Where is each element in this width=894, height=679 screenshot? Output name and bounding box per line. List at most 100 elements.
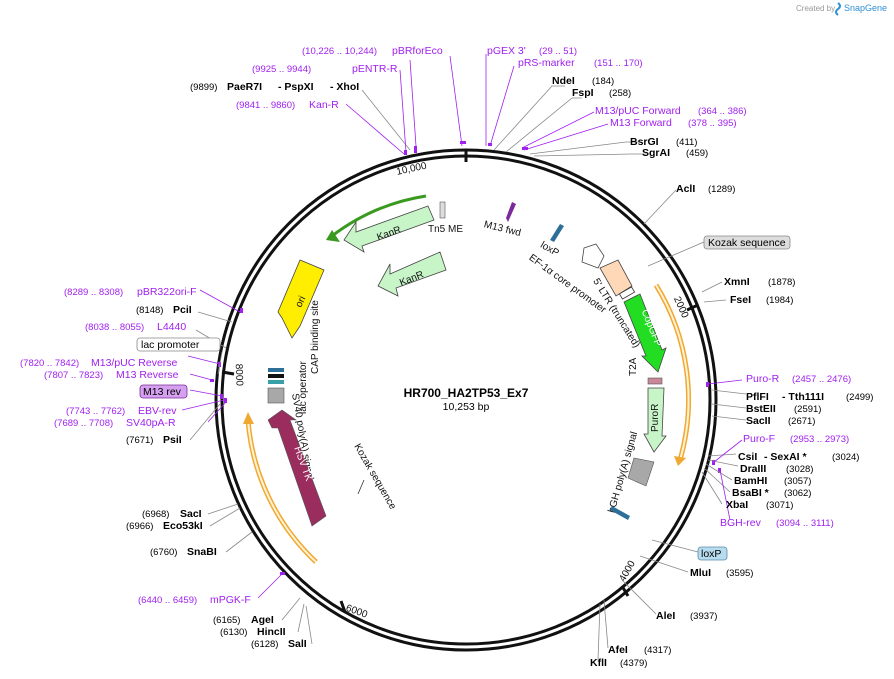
primer-kan-r[interactable]: (9841 .. 9860)Kan-R [236, 99, 339, 111]
site-alei[interactable]: AleI(3937) [656, 610, 717, 622]
svg-text:PciI: PciI [173, 304, 192, 316]
site-hincii[interactable]: (6130)HincII [220, 626, 286, 638]
svg-text:BstEII: BstEII [746, 403, 776, 415]
svg-text:pGEX 3': pGEX 3' [487, 45, 526, 57]
svg-text:(3071): (3071) [766, 500, 793, 511]
svg-text:- PspXI: - PspXI [278, 81, 314, 93]
primer-ebv-rev[interactable]: (7743 .. 7762)EBV-rev [66, 405, 177, 417]
m13rev-label: M13 rev [143, 386, 182, 398]
tick-4000 [620, 585, 630, 597]
svg-text:(364 .. 386): (364 .. 386) [698, 106, 747, 117]
primer-mpgk-f[interactable]: (6440 .. 6459)mPGK-F [138, 594, 251, 606]
feature-kanr-2 [377, 251, 447, 297]
orange-arc-right-head [674, 456, 686, 466]
primer-pbrforeco[interactable]: (10,226 .. 10,244)pBRforEco [302, 45, 443, 57]
primer-puro-f[interactable]: Puro-F(2953 .. 2973) [743, 433, 849, 445]
primer-l4440[interactable]: (8038 .. 8055)L4440 [85, 321, 186, 333]
svg-text:Eco53kI: Eco53kI [163, 520, 203, 532]
svg-text:(7743 .. 7762): (7743 .. 7762) [66, 406, 125, 417]
primer-m13-reverse[interactable]: (7807 .. 7823)M13 Reverse [44, 369, 179, 381]
feature-m13fwd-label: M13 fwd [483, 219, 522, 239]
site-pflfi[interactable]: PflFI- Tth111I(2499) [746, 391, 873, 403]
site-kfli[interactable]: KflI(4379) [590, 657, 647, 669]
site-sacii[interactable]: SacII(2671) [746, 415, 815, 427]
site-bsabi[interactable]: BsaBI *(3062) [732, 487, 811, 499]
feature-m13fwd [506, 202, 516, 222]
site-bsteii[interactable]: BstEII(2591) [746, 403, 821, 415]
snapgene-logo-icon [835, 2, 841, 16]
svg-text:FspI: FspI [572, 87, 594, 99]
primer-pentr-r[interactable]: (9925 .. 9944)pENTR-R [252, 63, 398, 75]
svg-text:XbaI: XbaI [726, 499, 748, 511]
tick-label-8000: 8000 [233, 364, 245, 387]
svg-text:Kan-R: Kan-R [309, 99, 339, 111]
site-eco53ki[interactable]: (6966)Eco53kI [126, 520, 203, 532]
feature-copgfp [623, 293, 667, 373]
site-sgrai[interactable]: SgrAI(459) [642, 147, 708, 159]
primer-pgex3[interactable]: pGEX 3' (29 .. 51) [487, 45, 577, 57]
svg-text:FseI: FseI [730, 294, 751, 306]
loxp-box [697, 546, 728, 561]
svg-text:M13 Forward: M13 Forward [610, 117, 672, 129]
primer-m13puc-forward[interactable]: M13/pUC Forward (364 .. 386) [595, 105, 747, 117]
svg-text:AleI: AleI [656, 610, 675, 622]
site-pcii[interactable]: (8148)PciI [136, 304, 192, 316]
cap-block [268, 368, 284, 372]
site-xmni[interactable]: XmnI(1878) [724, 276, 795, 288]
site-ndei[interactable]: NdeI(184) [552, 75, 614, 87]
site-bsrgi[interactable]: BsrGI (411) [630, 136, 697, 148]
svg-text:BsaBI *: BsaBI * [732, 487, 770, 499]
site-afei[interactable]: AfeI (4317) [608, 644, 671, 656]
loxp-box-label: loxP [701, 548, 721, 560]
feature-puror-label: PuroR [650, 404, 661, 432]
svg-text:M13/pUC Forward: M13/pUC Forward [595, 105, 681, 117]
site-saci[interactable]: (6968)SacI [142, 508, 202, 520]
svg-text:AgeI: AgeI [251, 614, 274, 626]
ltr-band [618, 286, 636, 300]
svg-text:M13/pUC Reverse: M13/pUC Reverse [91, 357, 178, 369]
site-acli[interactable]: AclI(1289) [676, 183, 735, 195]
primer-m13puc-reverse[interactable]: (7820 .. 7842)M13/pUC Reverse [20, 357, 178, 369]
site-fsei[interactable]: FseI(1984) [730, 294, 793, 306]
site-fspi[interactable]: FspI(258) [572, 87, 631, 99]
feature-ef1a [581, 243, 605, 269]
orange-arc-left-inner [247, 419, 317, 563]
site-snabi[interactable]: (6760)SnaBI [150, 546, 217, 558]
site-agei[interactable]: (6165)AgeI [213, 614, 274, 626]
feature-hsvtk [267, 409, 327, 527]
svg-text:BsrGI: BsrGI [630, 136, 659, 148]
tick-label-4000: 4000 [617, 559, 638, 584]
site-paer7i[interactable]: (9899)PaeR7I- PspXI- XhoI [190, 81, 359, 93]
site-sali[interactable]: (6128)SalI [251, 638, 307, 650]
svg-text:PflFI: PflFI [746, 391, 769, 403]
svg-text:(411): (411) [676, 137, 697, 148]
site-bamhi[interactable]: BamHI(3057) [734, 475, 811, 487]
svg-text:(7807 .. 7823): (7807 .. 7823) [44, 370, 103, 381]
svg-text:pENTR-R: pENTR-R [352, 63, 398, 75]
primer-m13-forward[interactable]: M13 Forward(378 .. 395) [610, 117, 737, 129]
site-xbai[interactable]: XbaI (3071) [726, 499, 793, 511]
created-by-text: Created by [796, 4, 835, 13]
site-psii[interactable]: (7671)PsiI [126, 434, 182, 446]
primer-prs-marker[interactable]: pRS-marker(151 .. 170) [518, 57, 643, 69]
svg-text:SV40pA-R: SV40pA-R [126, 417, 176, 429]
site-draiii[interactable]: DraIII(3028) [740, 463, 813, 475]
lac-promoter-box [136, 337, 221, 352]
primer-puro-r[interactable]: Puro-R(2457 .. 2476) [746, 373, 851, 385]
svg-text:(6968): (6968) [142, 509, 169, 520]
feature-bgh [627, 457, 655, 487]
svg-text:- XhoI: - XhoI [330, 81, 359, 93]
svg-text:AfeI: AfeI [608, 644, 628, 656]
orange-arc-left-head [243, 412, 254, 424]
site-csii[interactable]: CsiI- SexAI *(3024) [738, 451, 859, 463]
primer-sv40pa-r[interactable]: (7689 .. 7708)SV40pA-R [54, 417, 176, 429]
primer-bgh-rev[interactable]: BGH-rev(3094 .. 3111) [720, 517, 834, 529]
svg-text:SgrAI: SgrAI [642, 147, 670, 159]
svg-text:(29 .. 51): (29 .. 51) [539, 46, 577, 57]
primer-pbr322ori-f[interactable]: (8289 .. 8308)pBR322ori-F [64, 286, 197, 298]
svg-text:(4317): (4317) [644, 645, 671, 656]
svg-text:(2457 .. 2476): (2457 .. 2476) [792, 374, 851, 385]
svg-text:HincII: HincII [257, 626, 286, 638]
site-mlui[interactable]: MluI(3595) [690, 567, 753, 579]
tick-label-10000: 10,000 [395, 161, 428, 178]
